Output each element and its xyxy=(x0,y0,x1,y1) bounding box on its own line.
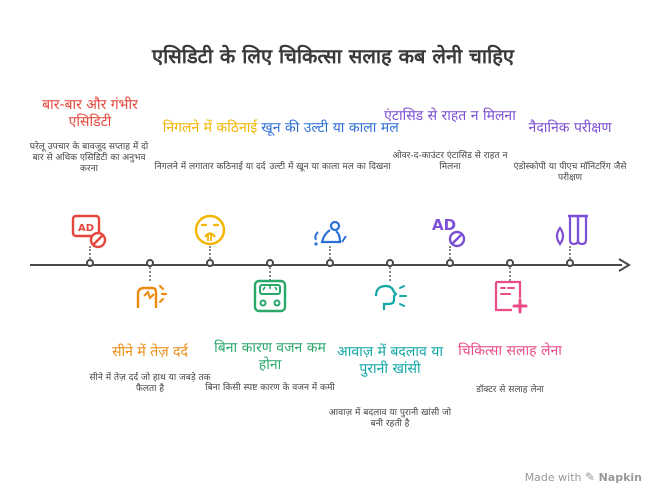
tick-6 xyxy=(386,259,394,267)
footer-made-with: Made with xyxy=(524,471,582,484)
page-title: एसिडिटी के लिए चिकित्सा सलाह कब लेनी चाह… xyxy=(152,44,514,68)
tick-8 xyxy=(506,259,514,267)
swallow-face-icon xyxy=(194,214,226,246)
item-2-heading: सीने में तेज़ दर्द xyxy=(112,344,188,360)
test-tubes-icon xyxy=(555,214,588,246)
cough-icon xyxy=(374,284,407,310)
connector-8 xyxy=(509,267,511,281)
item-9-heading: नैदानिक परीक्षण xyxy=(528,120,612,136)
item-7-description: ओवर-द-काउंटर एंटासिड से राहत न मिलना xyxy=(392,151,508,172)
connector-6 xyxy=(389,267,391,281)
item-1-description: घरेलू उपचार के बावजूद सप्ताह में दो बार … xyxy=(29,142,149,174)
medical-advice-icon xyxy=(494,280,528,314)
timeline-arrow-icon xyxy=(618,258,631,272)
footer-credit: Made with ✎ Napkin xyxy=(525,470,642,484)
connector-4 xyxy=(269,267,271,281)
item-2-description: सीने में तेज़ दर्द जो हाथ या जबड़े तक फै… xyxy=(89,373,211,394)
tick-2 xyxy=(146,259,154,267)
item-5-heading: खून की उल्टी या काला मल xyxy=(261,120,399,136)
item-8-description: डॉक्टर से सलाह लेना xyxy=(476,385,544,395)
tick-3 xyxy=(206,259,214,267)
svg-text:AD: AD xyxy=(78,223,94,234)
connector-2 xyxy=(149,267,151,281)
item-4-heading: बिना कारण वजन कम होना xyxy=(214,340,326,373)
vomit-icon xyxy=(314,220,347,246)
tick-7 xyxy=(446,259,454,267)
tick-1 xyxy=(86,259,94,267)
chest-pain-icon xyxy=(136,284,168,308)
item-9-description: एंडोस्कोपी या पीएच मॉनिटरिंग जैसे परीक्ष… xyxy=(513,162,627,183)
footer-brand: Napkin xyxy=(598,471,642,484)
tick-5 xyxy=(326,259,334,267)
antacid-no-icon: AD xyxy=(432,216,466,248)
item-6-heading: आवाज़ में बदलाव या पुरानी खांसी xyxy=(337,344,443,377)
item-5-description: उल्टी में खून या काला मल का दिखना xyxy=(269,162,391,172)
napkin-logo-icon: ✎ xyxy=(585,470,596,484)
item-3-heading: निगलने में कठिनाई xyxy=(162,120,258,136)
tick-4 xyxy=(266,259,274,267)
connector-3 xyxy=(209,246,211,259)
connector-7 xyxy=(449,246,451,259)
item-6-description: आवाज़ में बदलाव या पुरानी खांसी जो बनी र… xyxy=(328,408,452,429)
connector-1 xyxy=(89,246,91,259)
no-antacid-icon: AD xyxy=(71,214,107,249)
item-3-description: निगलने में लगातार कठिनाई या दर्द xyxy=(154,162,266,172)
item-7-heading: एंटासिड से राहत न मिलना xyxy=(384,108,516,124)
svg-text:AD: AD xyxy=(432,216,456,234)
item-4-description: बिना किसी स्पष्ट कारण के वजन में कमी xyxy=(205,383,335,393)
item-1-heading: बार-बार और गंभीर एसिडिटी xyxy=(42,97,138,130)
connector-5 xyxy=(329,246,331,259)
tick-9 xyxy=(566,259,574,267)
connector-9 xyxy=(569,246,571,259)
item-8-heading: चिकित्सा सलाह लेना xyxy=(458,343,562,359)
scale-icon xyxy=(253,279,287,313)
